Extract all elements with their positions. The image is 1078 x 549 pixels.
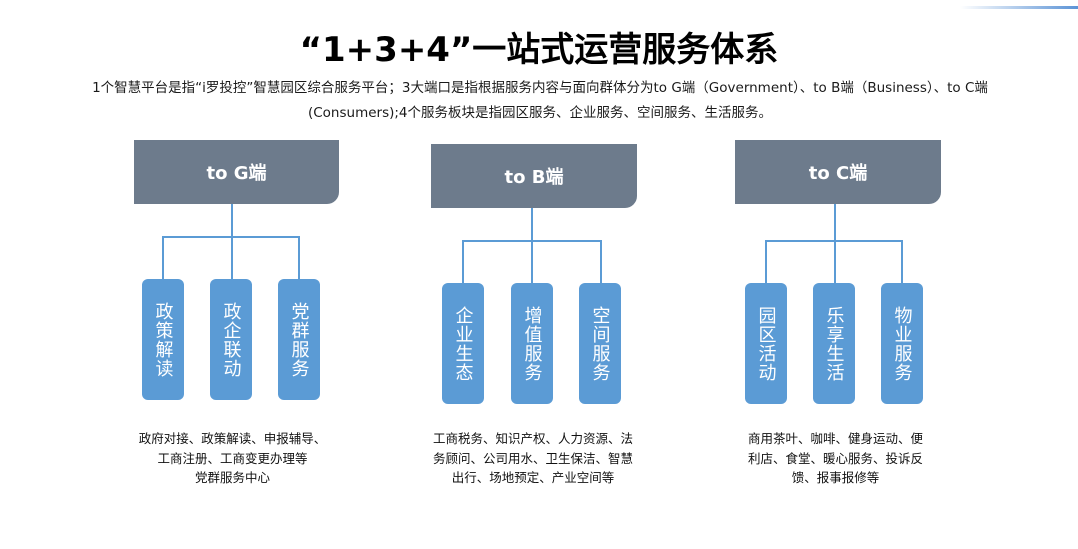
connector-b-1	[462, 240, 464, 283]
note-c-line-3: 馈、报事报修等	[791, 470, 880, 485]
connector-g-1	[162, 236, 164, 279]
connector-c-stem	[834, 204, 836, 241]
note-g-line-1: 政府对接、政策解读、申报辅导、	[138, 431, 327, 446]
note-to-b: 工商税务、知识产权、人力资源、法 务顾问、公司用水、卫生保洁、智慧 出行、场地预…	[418, 429, 648, 488]
page-title: “1+3+4”一站式运营服务体系	[299, 30, 779, 70]
description: 1个智慧平台是指“i罗投控”智慧园区综合服务平台；3大端口是指根据服务内容与面向…	[40, 76, 1040, 126]
connector-g-2	[231, 236, 233, 279]
note-g-line-2: 工商注册、工商变更办理等	[157, 450, 308, 466]
header-to-b: to B端	[431, 144, 637, 208]
pill-property-service: 物业服务	[881, 283, 923, 404]
header-to-g: to G端	[134, 140, 339, 204]
connector-g-3	[298, 236, 300, 279]
note-b-line-1: 工商税务、知识产权、人力资源、法	[432, 431, 633, 446]
pill-value-added-service: 增值服务	[511, 283, 553, 404]
note-b-line-2: 务顾问、公司用水、卫生保洁、智慧	[432, 450, 633, 466]
connector-c-2	[834, 240, 836, 283]
note-c-line-2: 利店、食堂、暖心服务、投诉反	[747, 450, 923, 466]
header-to-c: to C端	[735, 140, 941, 204]
connector-b-3	[600, 240, 602, 283]
description-line-1: 1个智慧平台是指“i罗投控”智慧园区综合服务平台；3大端口是指根据服务内容与面向…	[92, 80, 988, 96]
pill-enjoy-life: 乐享生活	[813, 283, 855, 404]
note-b-line-3: 出行、场地预定、产业空间等	[451, 470, 615, 485]
note-to-g: 政府对接、政策解读、申报辅导、 工商注册、工商变更办理等 党群服务中心	[120, 429, 345, 488]
pill-party-service: 党群服务	[278, 279, 320, 400]
connector-c-3	[901, 240, 903, 283]
connector-b-stem	[531, 208, 533, 241]
pill-park-activities: 园区活动	[745, 283, 787, 404]
top-accent-line	[960, 6, 1078, 9]
pill-enterprise-ecosystem: 企业生态	[442, 283, 484, 404]
connector-c-1	[765, 240, 767, 283]
note-to-c: 商用茶叶、咖啡、健身运动、便 利店、食堂、暖心服务、投诉反 馈、报事报修等	[728, 429, 943, 488]
note-g-line-3: 党群服务中心	[194, 470, 270, 485]
description-line-2: (Consumers);4个服务板块是指园区服务、企业服务、空间服务、生活服务。	[307, 105, 773, 121]
pill-gov-enterprise-link: 政企联动	[210, 279, 252, 400]
connector-b-2	[531, 240, 533, 283]
connector-g-stem	[231, 204, 233, 237]
note-c-line-1: 商用茶叶、咖啡、健身运动、便	[747, 431, 923, 446]
pill-policy-interpretation: 政策解读	[142, 279, 184, 400]
pill-space-service: 空间服务	[579, 283, 621, 404]
